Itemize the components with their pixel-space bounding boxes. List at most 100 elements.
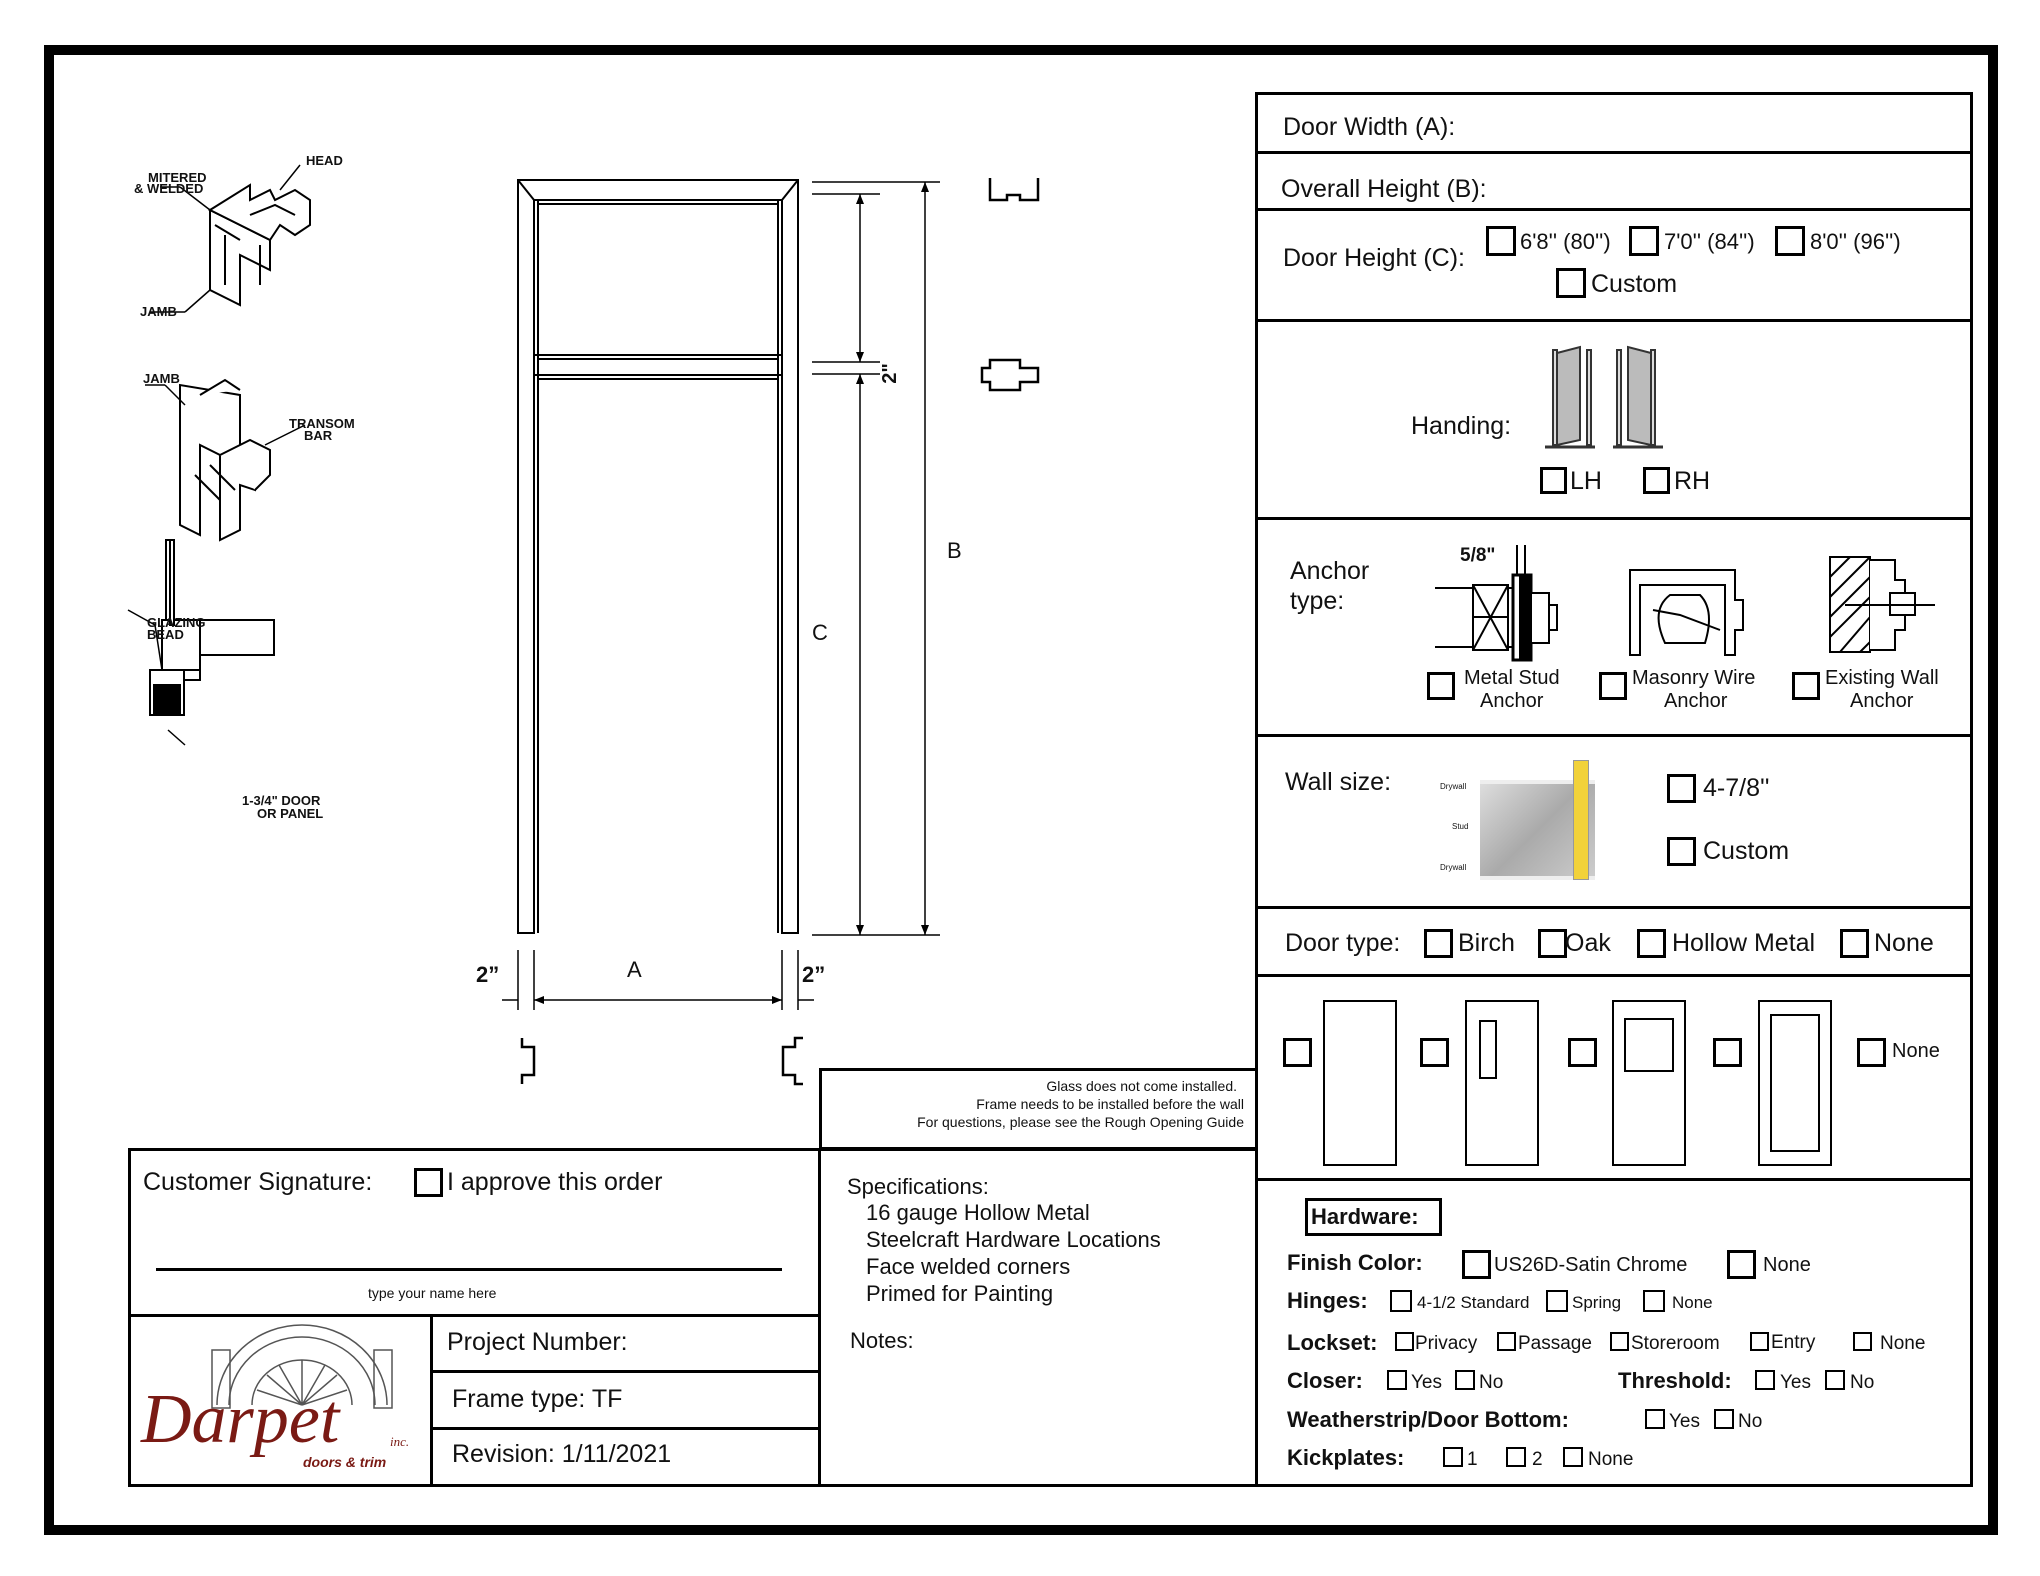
finish-us26d-checkbox[interactable] — [1462, 1250, 1491, 1279]
wall-size-custom-checkbox[interactable] — [1667, 837, 1696, 866]
anchor-existing-wall-line1: Existing Wall — [1825, 667, 1939, 689]
wall-size-478-checkbox[interactable] — [1667, 774, 1696, 803]
weatherstrip-no-checkbox[interactable] — [1714, 1409, 1734, 1429]
dim-2-transom: 2" — [878, 363, 901, 384]
lockset-entry-checkbox[interactable] — [1750, 1332, 1769, 1351]
dim-2-left: 2” — [476, 962, 500, 987]
revision-field: Revision: 1/11/2021 — [452, 1440, 672, 1468]
threshold-label: Threshold: — [1618, 1368, 1732, 1393]
note-line-3: For questions, please see the Rough Open… — [917, 1114, 1244, 1130]
divider — [818, 1148, 821, 1487]
handing-label: Handing: — [1411, 412, 1512, 440]
divider — [430, 1314, 433, 1487]
hardware-title-box — [1305, 1198, 1442, 1236]
divider — [1255, 974, 1973, 977]
finish-none-checkbox[interactable] — [1727, 1250, 1756, 1279]
door-type-none-checkbox[interactable] — [1840, 929, 1869, 958]
kickplates-none-checkbox[interactable] — [1563, 1447, 1583, 1467]
frame-type-field: Frame type: TF — [452, 1385, 623, 1413]
closer-yes-checkbox[interactable] — [1387, 1370, 1407, 1390]
door-panel-label-2: OR PANEL — [257, 806, 324, 821]
door-type-hollow-metal-checkbox[interactable] — [1637, 929, 1666, 958]
wall-size-label: Wall size: — [1285, 768, 1392, 796]
anchor-metal-stud-checkbox[interactable] — [1427, 672, 1455, 700]
logo-inc: inc. — [390, 1434, 410, 1449]
door-type-birch-checkbox[interactable] — [1424, 929, 1453, 958]
door-height-84-checkbox[interactable] — [1629, 226, 1659, 256]
lockset-storeroom-checkbox[interactable] — [1610, 1332, 1629, 1351]
divider — [430, 1370, 820, 1373]
door-width-field[interactable]: Door Width (A): — [1283, 113, 1456, 141]
signature-line[interactable] — [156, 1268, 782, 1271]
hinges-none-checkbox[interactable] — [1643, 1290, 1665, 1312]
lockset-passage-label: Passage — [1518, 1333, 1592, 1354]
closer-no-label: No — [1479, 1372, 1504, 1393]
dim-label-c: C — [812, 620, 828, 645]
door-narrow-lite-icon — [1465, 1000, 1539, 1166]
hardware-title: Hardware: — [1311, 1204, 1419, 1229]
lite-full-slab-checkbox[interactable] — [1283, 1038, 1312, 1067]
lockset-passage-checkbox[interactable] — [1497, 1332, 1516, 1351]
spec-item-3: Face welded corners — [866, 1254, 1071, 1279]
anchor-masonry-line2: Anchor — [1664, 690, 1728, 712]
closer-no-checkbox[interactable] — [1455, 1370, 1475, 1390]
door-height-custom-label: Custom — [1591, 270, 1678, 298]
weatherstrip-yes-checkbox[interactable] — [1645, 1409, 1665, 1429]
handing-lh-checkbox[interactable] — [1540, 467, 1567, 494]
project-number-field[interactable]: Project Number: — [447, 1328, 628, 1356]
door-height-custom-checkbox[interactable] — [1556, 268, 1586, 298]
weatherstrip-yes-label: Yes — [1669, 1411, 1700, 1432]
approve-order-label: I approve this order — [447, 1168, 663, 1196]
glazing-bead-detail — [149, 539, 275, 716]
anchor-label-1: Anchor — [1290, 557, 1370, 585]
door-type-oak-checkbox[interactable] — [1538, 929, 1567, 958]
closer-yes-label: Yes — [1411, 1372, 1442, 1393]
order-form-panel — [1255, 92, 1973, 1487]
anchor-existing-wall-checkbox[interactable] — [1792, 672, 1820, 700]
transom-bar-label: BAR — [304, 428, 333, 443]
door-half-lite-icon — [1612, 1000, 1686, 1166]
kickplates-2-checkbox[interactable] — [1506, 1447, 1526, 1467]
anchor-type-icons — [1435, 545, 1935, 662]
hinges-spring-checkbox[interactable] — [1546, 1290, 1568, 1312]
wall-image-label-drywall-bottom: Drywall — [1440, 863, 1467, 872]
lockset-storeroom-label: Storeroom — [1631, 1333, 1720, 1354]
glazing-label: GLAZING — [147, 615, 206, 630]
handing-rh-label: RH — [1674, 467, 1711, 495]
hinges-spring-label: Spring — [1572, 1293, 1622, 1312]
lite-none-checkbox[interactable] — [1857, 1038, 1886, 1067]
anchor-metal-stud-line1: Metal Stud — [1464, 667, 1560, 689]
divider — [430, 1427, 820, 1430]
anchor-masonry-line1: Masonry Wire — [1632, 667, 1756, 689]
lockset-none-checkbox[interactable] — [1853, 1332, 1872, 1351]
door-full-lite-icon — [1758, 1000, 1832, 1166]
customer-signature-label: Customer Signature: — [143, 1168, 373, 1196]
lite-narrow-checkbox[interactable] — [1420, 1038, 1449, 1067]
kickplates-1-checkbox[interactable] — [1443, 1447, 1463, 1467]
threshold-yes-checkbox[interactable] — [1755, 1370, 1775, 1390]
mitered-corner-detail — [207, 183, 311, 307]
divider — [128, 1314, 820, 1317]
door-height-80-checkbox[interactable] — [1486, 226, 1516, 256]
anchor-masonry-checkbox[interactable] — [1599, 672, 1627, 700]
door-height-96-checkbox[interactable] — [1775, 226, 1805, 256]
jamb-label-2: JAMB — [143, 371, 180, 386]
lite-full-glass-checkbox[interactable] — [1713, 1038, 1742, 1067]
handing-rh-checkbox[interactable] — [1643, 467, 1670, 494]
note-line-1: Glass does not come installed. — [1046, 1078, 1237, 1094]
divider — [1255, 208, 1973, 211]
approve-order-checkbox[interactable] — [414, 1168, 443, 1197]
kickplates-label: Kickplates: — [1287, 1445, 1405, 1470]
handing-door-icons — [1545, 345, 1663, 449]
hinges-standard-checkbox[interactable] — [1390, 1290, 1412, 1312]
kickplates-none-label: None — [1588, 1449, 1634, 1470]
lite-half-checkbox[interactable] — [1568, 1038, 1597, 1067]
hinges-label: Hinges: — [1287, 1288, 1368, 1313]
hinges-none-label: None — [1672, 1293, 1713, 1312]
overall-height-field[interactable]: Overall Height (B): — [1281, 175, 1487, 203]
kickplates-2-label: 2 — [1532, 1449, 1543, 1470]
lockset-privacy-checkbox[interactable] — [1395, 1332, 1414, 1351]
threshold-no-checkbox[interactable] — [1825, 1370, 1845, 1390]
welded-label: & WELDED — [134, 181, 204, 196]
door-type-none-label: None — [1874, 929, 1934, 957]
